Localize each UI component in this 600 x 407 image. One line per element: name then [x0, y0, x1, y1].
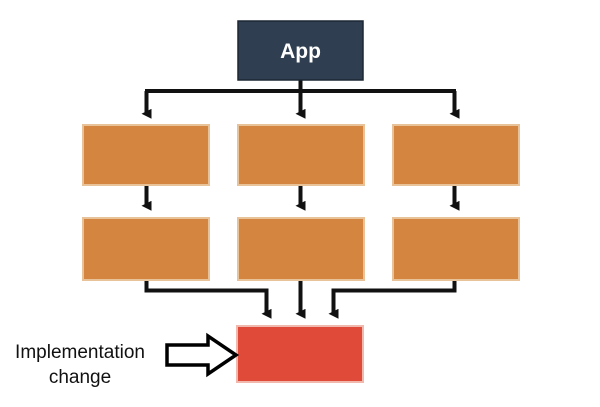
- node-row2-right[interactable]: [392, 217, 520, 281]
- annotation-line-2: change: [49, 367, 111, 388]
- connector-row2-right-to-bottom: [328, 280, 457, 319]
- node-implementation[interactable]: [236, 325, 364, 383]
- node-row2-middle[interactable]: [237, 217, 365, 281]
- annotation-label: Implementation change: [15, 342, 145, 388]
- block-arrow-right-icon: [165, 332, 240, 378]
- row2-nodes: [82, 217, 520, 281]
- annotation-line-1: Implementation: [15, 342, 145, 363]
- connector-group-app-to-row1: [141, 80, 460, 119]
- node-app[interactable]: App: [237, 20, 364, 81]
- connector-group-row1-to-row2: [141, 185, 460, 211]
- node-app-label: App: [280, 40, 321, 63]
- node-implementation-box[interactable]: [236, 325, 364, 383]
- node-row2-left[interactable]: [82, 217, 210, 281]
- connector-group-row2-to-bottom: [144, 280, 457, 319]
- node-row1-right[interactable]: [392, 124, 520, 186]
- node-app-box[interactable]: [237, 20, 364, 81]
- connector-row2-left-to-bottom: [144, 280, 272, 319]
- node-row1-left[interactable]: [82, 124, 210, 186]
- node-row1-middle[interactable]: [237, 124, 365, 186]
- row1-nodes: [82, 124, 520, 186]
- block-arrow-shape: [165, 332, 240, 378]
